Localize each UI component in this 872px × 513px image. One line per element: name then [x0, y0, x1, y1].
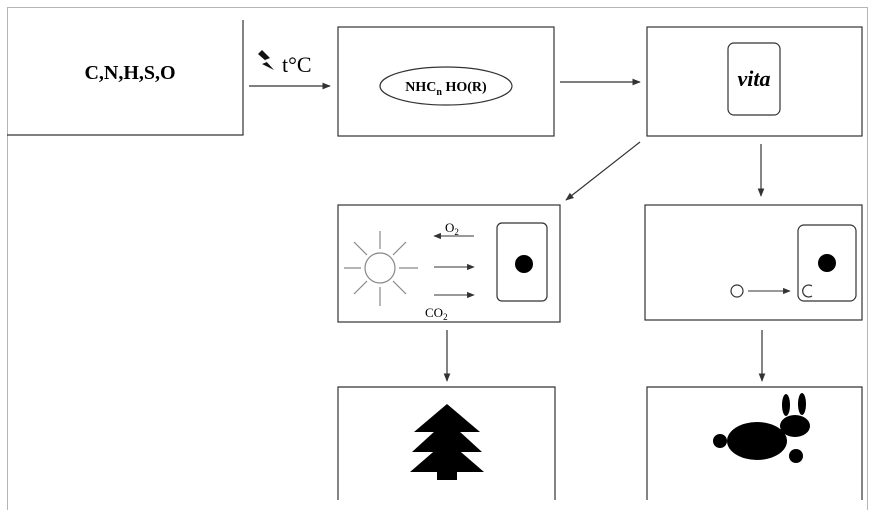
- photosynthesis-box: O2 CO2: [337, 204, 561, 323]
- sun-icon: [344, 231, 418, 306]
- food-particle-icon: [730, 284, 744, 298]
- molecule-box: NHCn HO(R): [337, 26, 555, 137]
- animal-box: [646, 386, 863, 500]
- plant-box: [337, 386, 556, 500]
- arrow-vita-to-plant: [565, 141, 641, 201]
- elements-box: C,N,H,S,O: [7, 20, 244, 136]
- vita-box: vita: [646, 26, 863, 137]
- animal-cell-icon: [797, 224, 857, 302]
- energy-label: t°C: [282, 52, 312, 77]
- animal-nucleus-icon: [818, 254, 836, 272]
- o2-label: O2: [445, 220, 459, 237]
- ingestion-icon: [802, 284, 813, 298]
- elements-label: C,N,H,S,O: [84, 62, 175, 84]
- tree-icon: [410, 404, 484, 480]
- lightning-icon: [258, 50, 274, 70]
- plant-cell-icon: [496, 222, 548, 302]
- cell-icon: [727, 42, 781, 116]
- nucleus-icon: [515, 255, 533, 273]
- co2-label: CO2: [425, 305, 448, 322]
- animal-cell-box: [644, 204, 863, 321]
- vita-label: vita: [738, 66, 771, 91]
- rabbit-icon: [713, 393, 810, 463]
- energy-arrow: t°C: [249, 50, 331, 90]
- molecule-label: NHCn HO(R): [405, 80, 487, 98]
- molecule-ellipse: [379, 66, 513, 106]
- diagram-frame: [7, 7, 868, 510]
